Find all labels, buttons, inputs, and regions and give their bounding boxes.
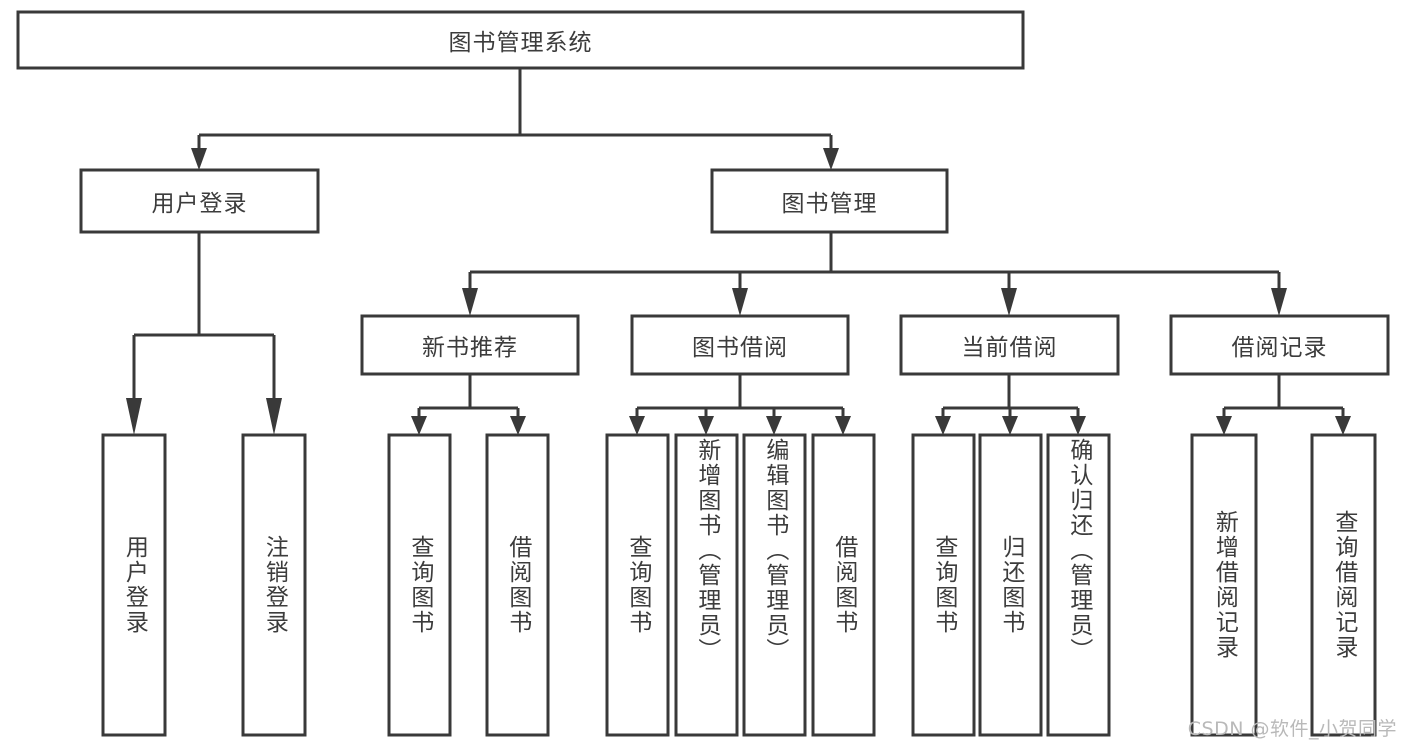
arrow-to-user-login <box>191 148 207 170</box>
arrow-to-leaf-logout <box>266 398 282 435</box>
arrow-to-book-borrow <box>732 288 748 316</box>
node-leaf-logout[interactable] <box>241 433 307 737</box>
node-new-book-recommend[interactable] <box>360 314 580 376</box>
arrow-to-leaf-edit-book <box>766 416 782 435</box>
node-leaf-query-book-1[interactable] <box>387 433 452 737</box>
arrow-to-book-management <box>823 148 839 170</box>
arrow-to-leaf-add-book <box>698 416 714 435</box>
connector-root-to-level2 <box>191 68 839 170</box>
node-user-login[interactable] <box>79 168 320 234</box>
node-leaf-edit-book-admin[interactable] <box>742 433 807 737</box>
connector-book-borrow-to-leaves <box>629 374 851 435</box>
csdn-watermark: CSDN @软件_小贺同学 <box>1187 718 1397 740</box>
node-leaf-user-login[interactable] <box>101 433 167 737</box>
node-leaf-return-book[interactable] <box>978 433 1043 737</box>
arrow-to-new-book-recommend <box>462 288 478 316</box>
node-leaf-confirm-return-admin[interactable] <box>1046 433 1111 737</box>
connector-borrow-record-to-leaves <box>1216 374 1351 435</box>
arrow-to-leaf-user-login <box>126 398 142 435</box>
node-leaf-add-borrow-record[interactable] <box>1190 433 1258 737</box>
connector-current-borrow-to-leaves <box>935 374 1086 435</box>
arrow-to-leaf-query-book-3 <box>935 416 951 435</box>
arrow-to-current-borrow <box>1001 288 1017 316</box>
node-book-borrow[interactable] <box>630 314 850 376</box>
arrow-to-leaf-confirm-return <box>1070 416 1086 435</box>
connector-book-management-to-level3 <box>462 232 1287 316</box>
connector-new-book-recommend-to-leaves <box>411 374 526 435</box>
arrow-to-leaf-query-record <box>1335 416 1351 435</box>
node-leaf-borrow-book-1[interactable] <box>485 433 550 737</box>
arrow-to-leaf-query-book-2 <box>629 416 645 435</box>
connector-user-login-to-leaves <box>126 232 282 435</box>
arrow-to-leaf-borrow-book-1 <box>510 416 526 435</box>
arrow-to-borrow-record <box>1271 288 1287 316</box>
node-leaf-query-book-3[interactable] <box>911 433 976 737</box>
node-borrow-record[interactable] <box>1169 314 1390 376</box>
arrow-to-leaf-return-book <box>1002 416 1018 435</box>
node-leaf-query-borrow-record[interactable] <box>1310 433 1377 737</box>
node-book-management[interactable] <box>710 168 949 234</box>
node-leaf-add-book-admin[interactable] <box>674 433 739 737</box>
node-current-borrow[interactable] <box>899 314 1120 376</box>
arrow-to-leaf-query-book-1 <box>411 416 427 435</box>
node-leaf-query-book-2[interactable] <box>605 433 670 737</box>
node-root-book-management-system[interactable] <box>16 10 1025 70</box>
arrow-to-leaf-borrow-book-2 <box>835 416 851 435</box>
arrow-to-leaf-add-record <box>1216 416 1232 435</box>
node-leaf-borrow-book-2[interactable] <box>811 433 876 737</box>
